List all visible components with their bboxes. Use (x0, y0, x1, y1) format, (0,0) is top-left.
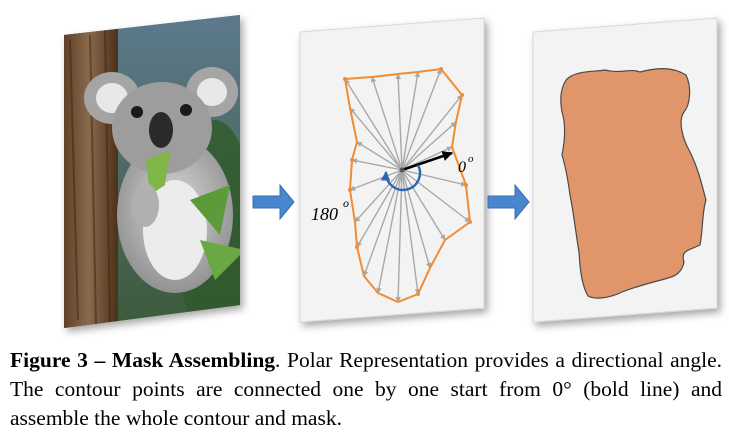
angle-label-zero-degree: o (468, 153, 474, 165)
polar-contour (344, 68, 471, 303)
koala-photo (64, 15, 240, 328)
angle-arc (380, 164, 422, 192)
polar-rays (344, 68, 471, 303)
right-arrow-icon (252, 183, 295, 221)
angle-label-180: 180 (311, 204, 338, 224)
caption-label: Figure 3 – Mask Assembling (10, 348, 276, 372)
angle-label-180-degree: o (343, 196, 349, 210)
figure-illustration: 0 o 180 o (64, 15, 718, 328)
caption-degree: ° (563, 377, 572, 401)
caption-text-2: (bold line) and assemble the whole conto… (10, 377, 722, 430)
polar-panel (299, 17, 485, 323)
right-arrow-icon (487, 183, 530, 221)
assembled-mask (560, 68, 707, 299)
caption-text-1: . Polar Representation provides a direct… (10, 348, 723, 401)
contour-points (343, 67, 472, 296)
angle-label-zero: 0 (458, 159, 466, 176)
polar-center (399, 167, 405, 173)
figure-caption: Figure 3 – Mask Assembling. Polar Repres… (10, 346, 722, 433)
bold-zero-ray (401, 151, 453, 172)
